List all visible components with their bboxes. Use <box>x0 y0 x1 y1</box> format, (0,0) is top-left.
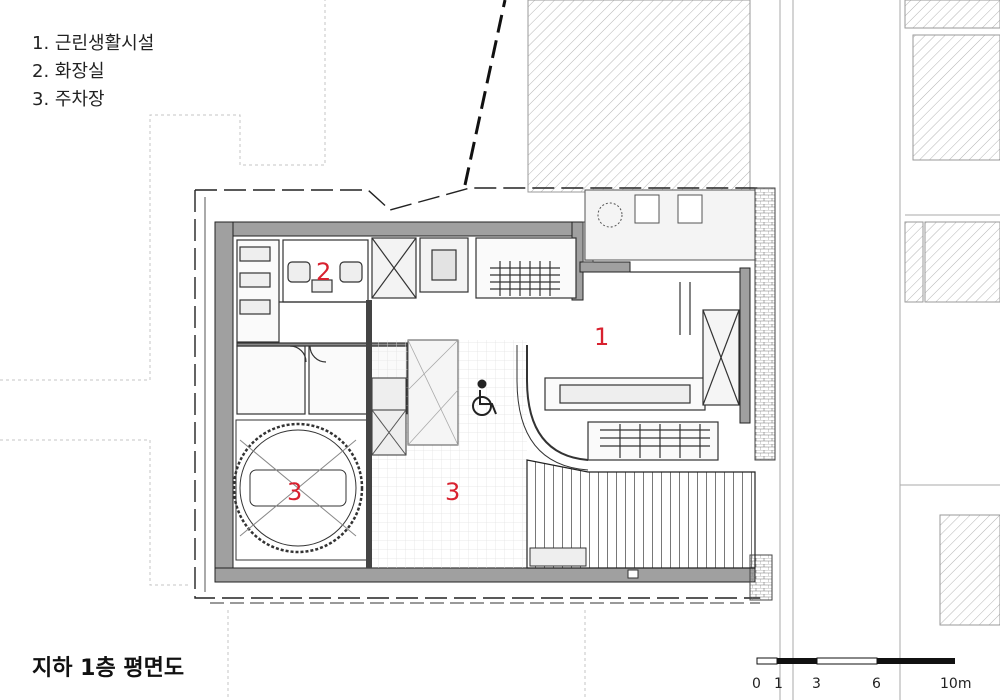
boundary-outline <box>194 187 762 599</box>
legend-item-parking: 3. 주차장 <box>32 89 105 110</box>
legend-item-retail: 1. 근린생활시설 <box>32 33 155 54</box>
site-context <box>0 0 586 700</box>
road-lines <box>779 0 1000 700</box>
legend-item-restroom: 2. 화장실 <box>32 61 105 82</box>
scale-tick-0: 0 <box>752 676 761 692</box>
stair-icon <box>490 261 560 296</box>
property-line <box>463 0 507 186</box>
core-elevator-stairs <box>371 237 577 299</box>
room-label-retail: 1 <box>594 323 609 351</box>
exterior-walls <box>214 221 756 583</box>
scale-tick-6: 6 <box>872 676 881 692</box>
legend: 1. 근린생활시설 2. 화장실 3. 주차장 <box>32 30 154 114</box>
turntable-icon <box>232 419 371 561</box>
entry-garden <box>584 189 756 261</box>
ramp <box>526 459 756 569</box>
drawing-title: 지하 1층 평면도 <box>32 656 185 681</box>
scale-tick-1: 1 <box>774 676 783 692</box>
retail-area <box>516 271 740 471</box>
wheelchair-icon <box>472 379 497 416</box>
brick-wall <box>754 187 776 461</box>
scale-tick-10m: 10m <box>940 676 971 692</box>
scale-tick-3: 3 <box>812 676 821 692</box>
scale-bar: 0 1 3 6 10m <box>752 657 971 692</box>
room-label-restroom: 2 <box>316 258 331 286</box>
room-label-parking-main: 3 <box>445 478 460 506</box>
room-label-parking-turntable: 3 <box>287 478 302 506</box>
